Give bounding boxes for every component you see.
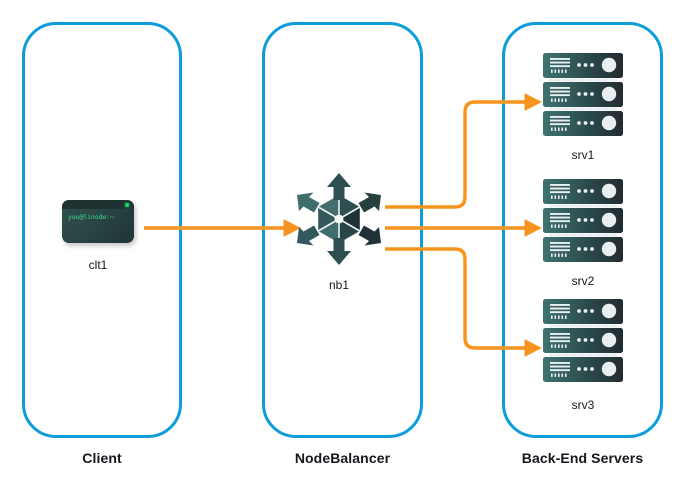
terminal-title-bar: [62, 200, 134, 209]
server-rack-icon-srv1[interactable]: [538, 52, 628, 137]
server-rack-icon-srv3[interactable]: [538, 298, 628, 383]
node-label-clt1: clt1: [88, 258, 108, 272]
zone-panel-nodebalancer: [262, 22, 423, 438]
terminal-status-dot-icon: [125, 202, 129, 207]
terminal-prompt-text: you@linode:~: [68, 213, 114, 221]
server-rack-icon-srv2[interactable]: [538, 178, 628, 263]
zone-label-backend: Back-End Servers: [521, 450, 644, 466]
terminal-icon[interactable]: you@linode:~: [62, 200, 134, 243]
nodebalancer-arrows: [297, 173, 381, 265]
zone-label-nodebalancer: NodeBalancer: [294, 450, 391, 466]
connection-nb1-to-srv3: [385, 247, 542, 358]
server-rack-units: [543, 53, 623, 136]
zone-label-client: Client: [82, 450, 122, 466]
nodebalancer-icon[interactable]: [293, 173, 385, 265]
server-rack-units: [543, 299, 623, 382]
zone-panel-client: [22, 22, 182, 438]
node-label-srv1: srv1: [571, 148, 595, 162]
zone-panel-backend: [502, 22, 663, 438]
node-label-nb1: nb1: [328, 278, 350, 292]
server-rack-units: [543, 179, 623, 262]
node-label-srv3: srv3: [571, 398, 595, 412]
nodebalancer-hexagon-core: [317, 195, 361, 243]
node-label-srv2: srv2: [571, 274, 595, 288]
connection-nb1-to-srv1: [385, 92, 542, 209]
